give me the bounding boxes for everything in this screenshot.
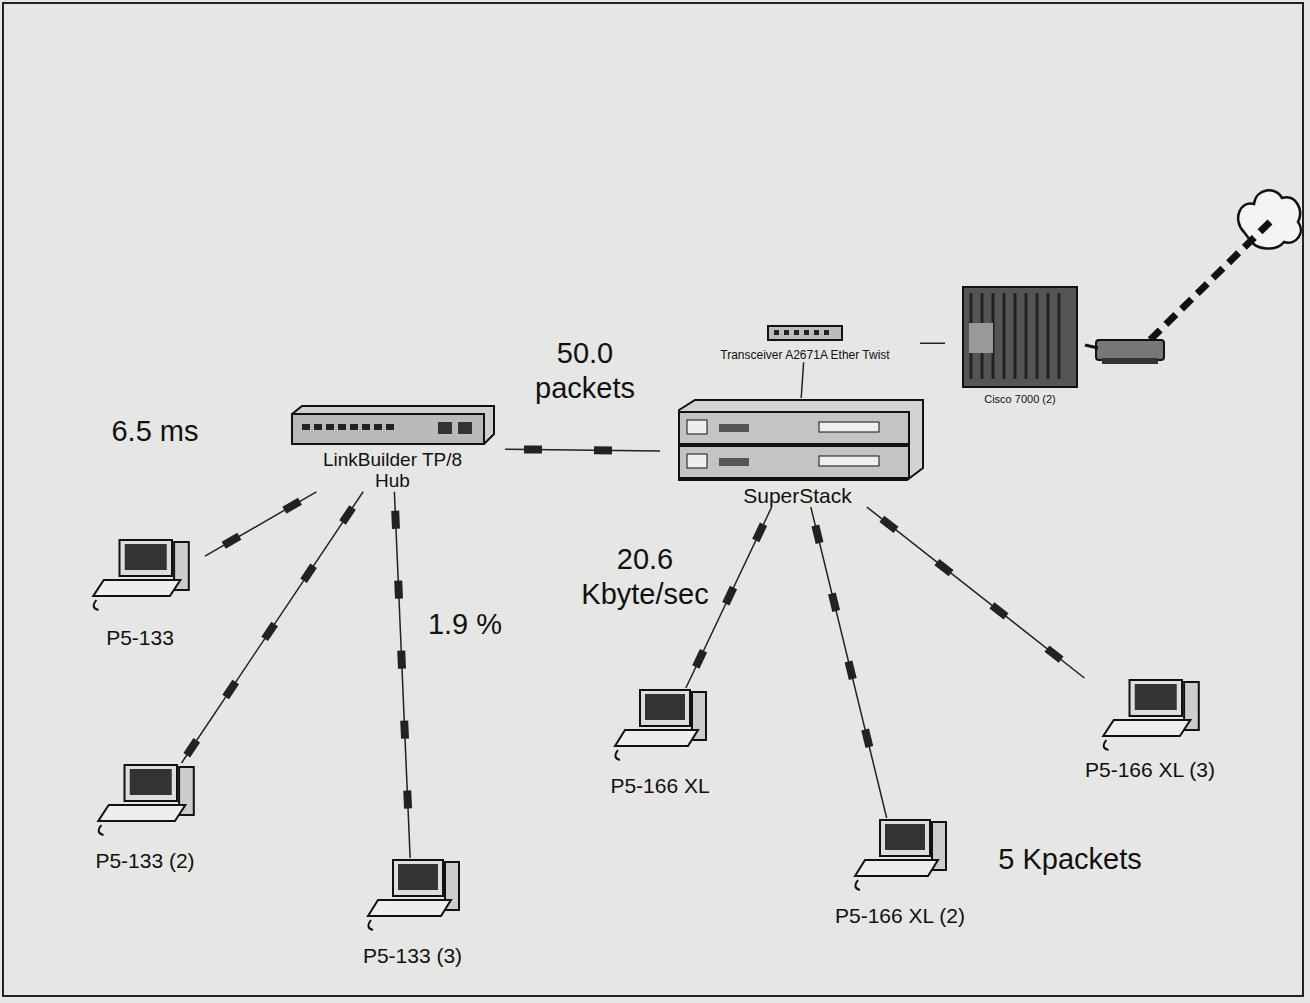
pc-icon [850,818,950,892]
device-name: Cisco 7000 (2) [984,393,1056,405]
workstation-node: P5-166 XL (2) [820,818,980,927]
device-name: P5-166 XL (2) [835,904,965,927]
workstation-node: P5-133 (3) [345,858,480,967]
device-node: Transceiver A2671A Ether Twist [690,322,920,362]
network-link [920,343,945,344]
network-link [182,492,364,763]
network-link [811,507,887,818]
device-node: LinkBuilder TP/8Hub [280,404,505,492]
device-name: Transceiver A2671A Ether Twist [720,349,889,362]
device-name: SuperStack [743,484,852,507]
device-name: P5-133 (2) [95,849,194,872]
network-link [391,492,412,858]
device-node: Cisco 7000 (2) [945,283,1095,405]
network-link [867,507,1084,678]
network-link [205,492,316,556]
pc-icon [1098,678,1203,752]
workstation-node: P5-166 XL [585,688,735,797]
device-name: P5-166 XL (3) [1085,758,1215,781]
hub-icon [288,404,498,446]
router-icon [959,283,1081,391]
metric-label: 50.0 packets [515,336,655,406]
xcvr-icon [766,322,844,344]
device-name: LinkBuilder TP/8 [323,450,462,471]
metric-label: 6.5 ms [80,414,230,449]
network-link [801,362,803,398]
metric-label: 1.9 % [410,607,520,642]
workstation-node: P5-166 XL (3) [1070,678,1230,781]
network-link [505,445,660,454]
device-name: P5-133 (3) [363,944,462,967]
device-node: SuperStack [660,398,935,507]
workstation-node: P5-133 [75,538,205,649]
pc-icon [610,688,710,762]
pc-icon [93,763,198,837]
pc-icon [363,858,463,932]
switch-icon [669,398,927,482]
device-name: P5-133 [106,626,174,649]
device-name: Hub [375,471,410,492]
metric-label: 5 Kpackets [990,842,1150,877]
workstation-node: P5-133 (2) [80,763,210,872]
device-name: P5-166 XL [610,774,709,797]
metric-label: 20.6 Kbyte/sec [555,542,735,612]
pc-icon [88,538,193,612]
